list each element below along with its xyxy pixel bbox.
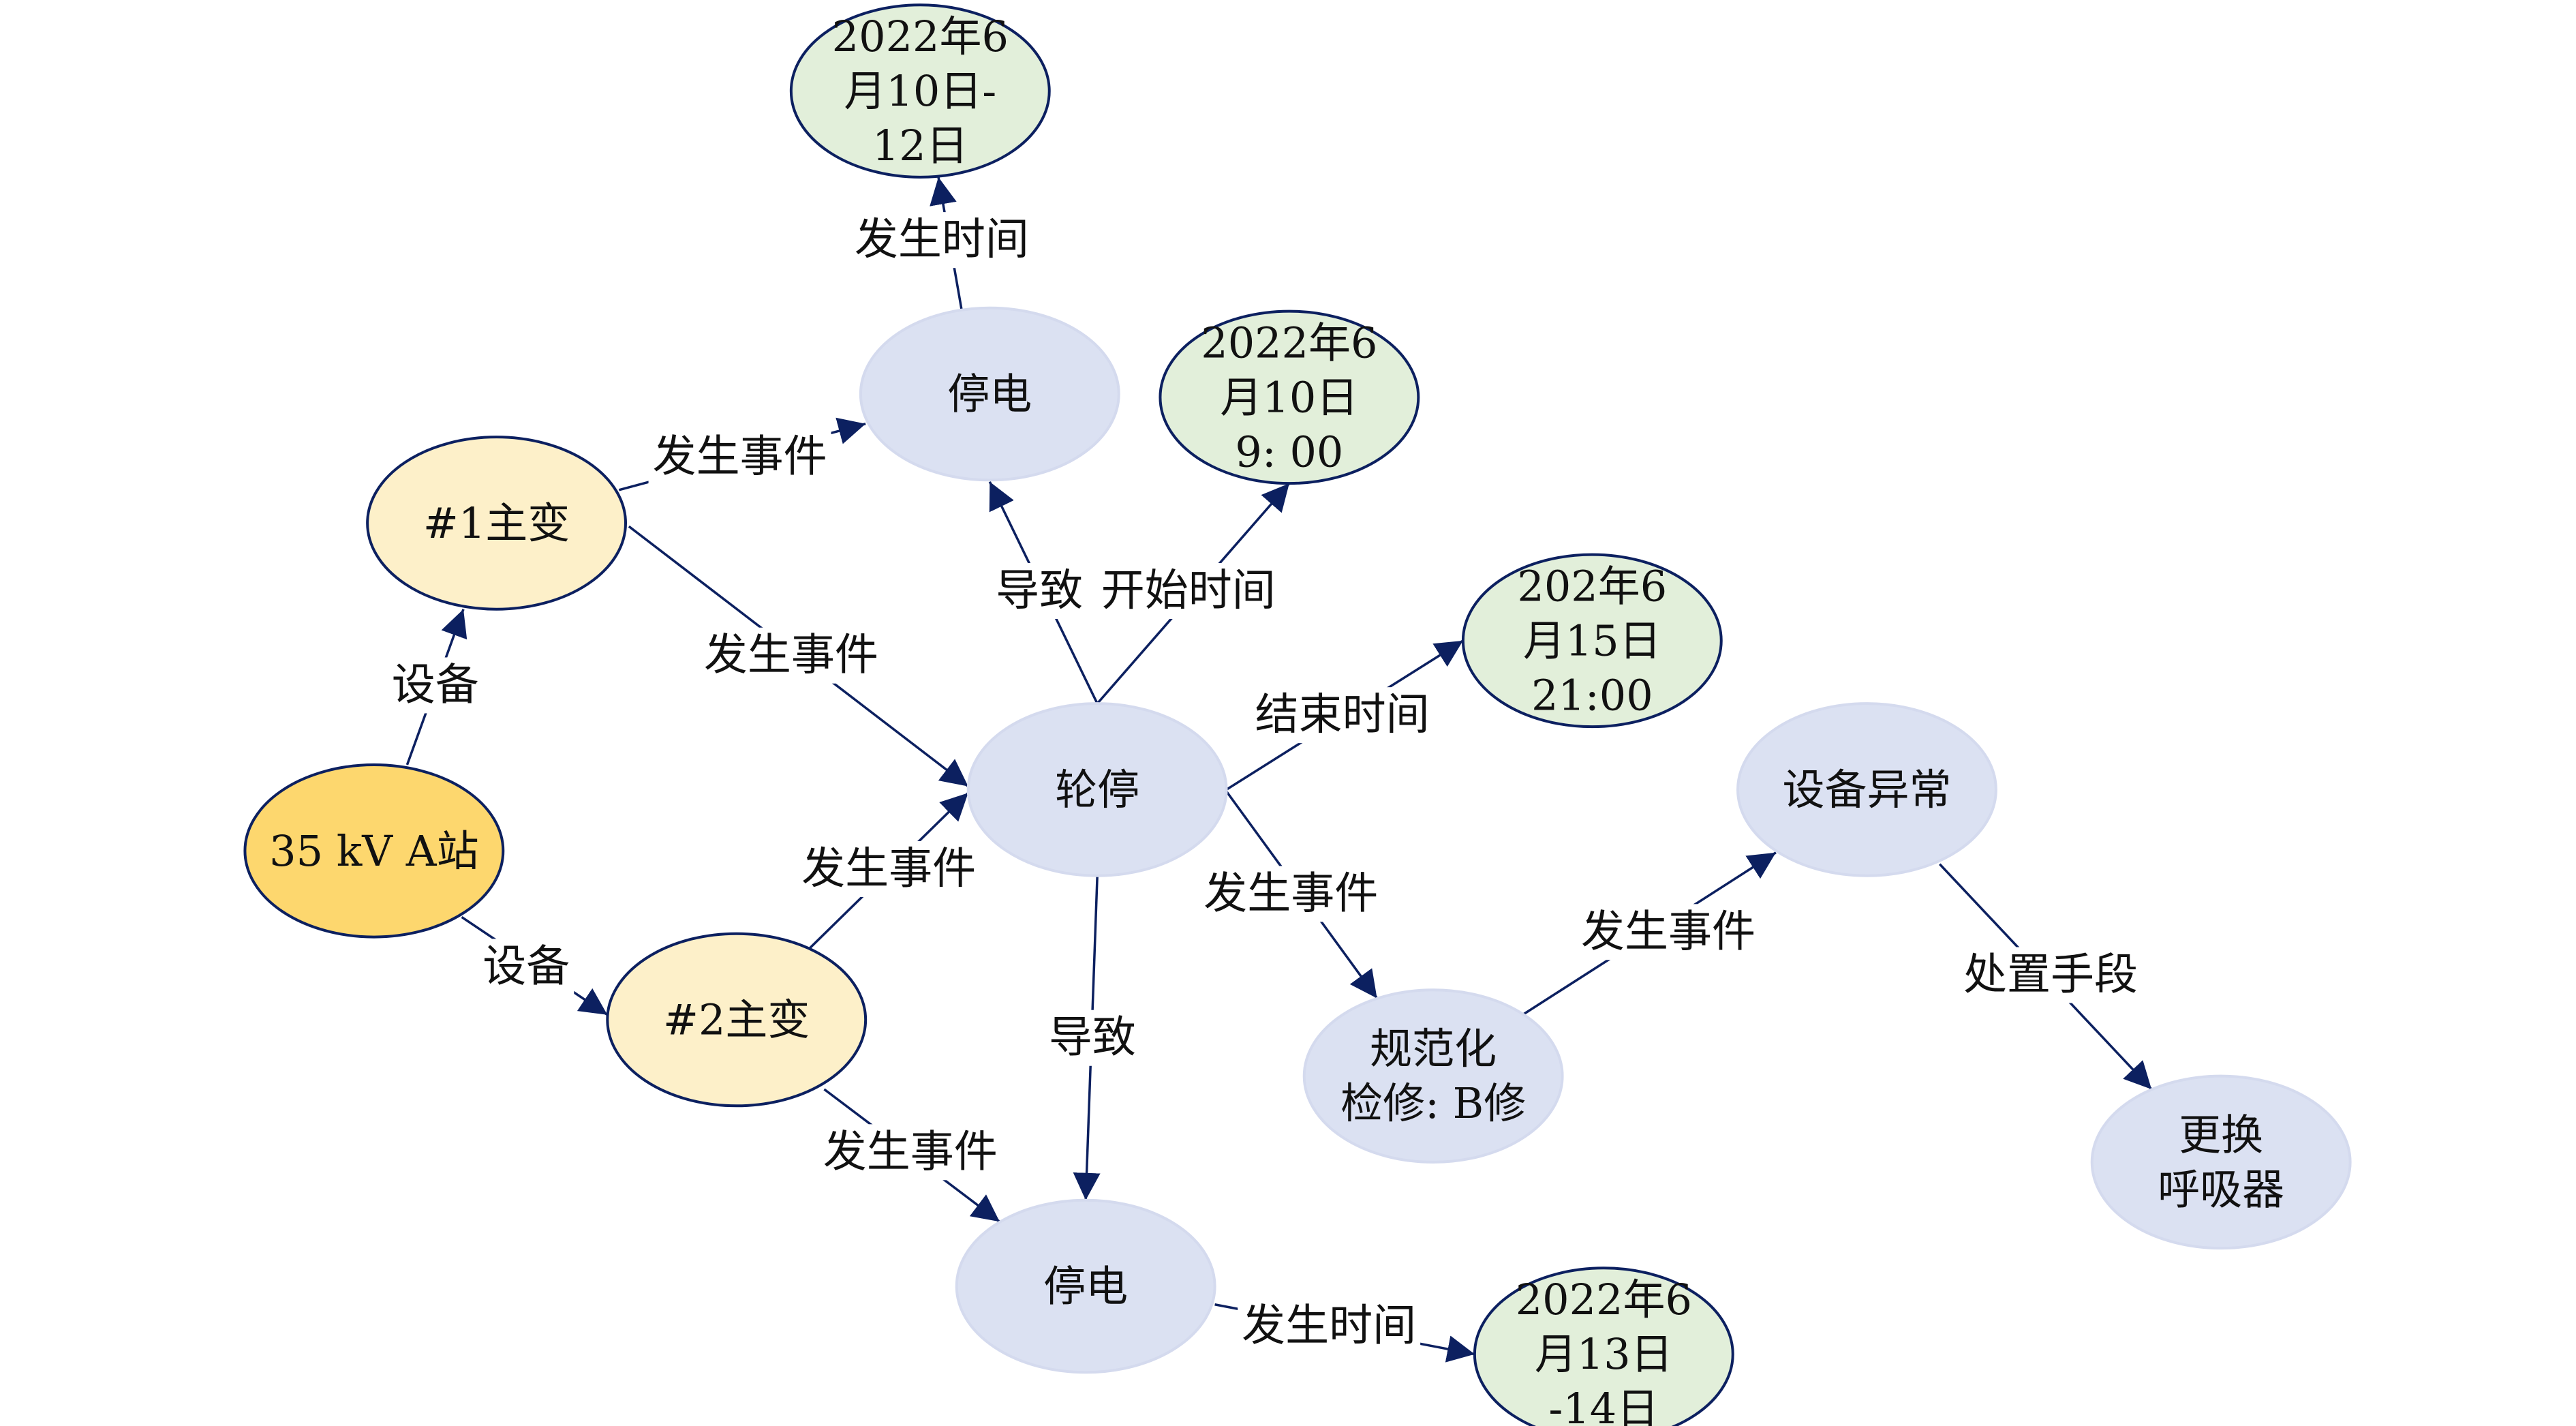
node-ellipse <box>2090 1074 2352 1250</box>
edge-label-background <box>818 1124 1002 1181</box>
node-label-line: 呼吸器 <box>2158 1164 2284 1214</box>
edge-label: 发生事件 <box>653 431 827 482</box>
edge-label-background <box>1044 1010 1140 1066</box>
edge-label-background <box>1959 947 2143 1003</box>
edge-label-background <box>699 627 883 684</box>
node-rotation[interactable]: 轮停 <box>966 702 1228 877</box>
edge-label: 发生事件 <box>1203 868 1378 919</box>
edge-label: 发生事件 <box>704 631 878 681</box>
edge-label: 处置手段 <box>1963 950 2138 1000</box>
edge-label: 发生时间 <box>855 215 1029 265</box>
node-ellipse <box>966 702 1228 877</box>
node-outage-bottom[interactable]: 停电 <box>955 1198 1216 1374</box>
edge-label-background <box>1097 563 1280 620</box>
node-label-line: 9: 00 <box>1235 427 1343 476</box>
edge-label-background <box>992 563 1088 620</box>
node-label-line: 12日 <box>872 121 968 170</box>
edge-label-background <box>1238 1298 1421 1354</box>
node-ellipse <box>606 932 868 1108</box>
edge-label: 发生事件 <box>823 1127 998 1177</box>
node-t1[interactable]: #1主变 <box>366 436 628 611</box>
edge-label-background <box>850 212 1033 269</box>
edge-label-background <box>1199 866 1383 922</box>
node-label-line: -14日 <box>1548 1384 1659 1426</box>
node-time-top[interactable]: 2022年6 月10日- 12日 <box>789 3 1051 179</box>
node-label-line: 2022年6 <box>1516 1275 1692 1324</box>
edge-label-layer: 设备设备发生事件发生事件发生事件发生事件发生时间导致开始时间结束时间发生事件导致… <box>387 212 2143 1354</box>
edge-label: 开始时间 <box>1101 566 1276 616</box>
node-ellipse <box>789 3 1051 179</box>
node-t2[interactable]: #2主变 <box>606 932 868 1108</box>
edge-label: 导致 <box>1049 1013 1136 1063</box>
edge-label: 设备 <box>392 660 479 710</box>
node-label-line: 月15日 <box>1523 616 1661 665</box>
node-time-end[interactable]: 202年6 月15日 21:00 <box>1461 553 1723 729</box>
node-ellipse <box>955 1198 1216 1374</box>
edge-label: 结束时间 <box>1255 690 1430 740</box>
edge-label: 发生时间 <box>1242 1301 1416 1351</box>
edge-label: 发生事件 <box>1581 907 1755 957</box>
node-label-line: 21:00 <box>1531 670 1653 720</box>
node-ellipse <box>243 763 505 939</box>
node-label-line: 设备异常 <box>1782 765 1951 815</box>
edge-label-background <box>478 939 574 995</box>
edge-label: 设备 <box>482 941 570 992</box>
edge-label: 发生事件 <box>801 844 976 894</box>
node-station[interactable]: 35 kV A站 <box>243 763 505 939</box>
node-label-line: 检修: B修 <box>1340 1078 1526 1128</box>
edge-label-background <box>648 429 831 485</box>
node-anomaly[interactable]: 设备异常 <box>1736 702 1997 877</box>
node-label-line: 月13日 <box>1535 1329 1673 1379</box>
node-time-start[interactable]: 2022年6 月10日 9: 00 <box>1159 309 1420 485</box>
node-ellipse <box>1473 1266 1734 1426</box>
node-label-line: 2022年6 <box>1201 318 1377 367</box>
node-ellipse <box>859 306 1120 482</box>
node-label-line: 月10日- <box>844 66 996 116</box>
node-label-line: 停电 <box>947 369 1032 419</box>
node-label-line: 规范化 <box>1370 1024 1497 1074</box>
node-label-line: #1主变 <box>423 498 570 548</box>
node-label-line: 202年6 <box>1517 561 1667 611</box>
node-time-bottom[interactable]: 2022年6 月13日 -14日 <box>1473 1266 1734 1426</box>
edge-label-background <box>797 841 981 898</box>
node-label-line: 月10日 <box>1220 372 1358 422</box>
node-label-line: 更换 <box>2179 1110 2263 1159</box>
node-label-line: #2主变 <box>663 995 810 1045</box>
node-label-line: 轮停 <box>1055 765 1139 815</box>
node-label-line: 35 kV A站 <box>269 826 478 876</box>
node-ellipse <box>1159 309 1420 485</box>
edge-label-background <box>1251 687 1434 744</box>
edge-label-background <box>1577 904 1760 960</box>
node-ellipse <box>1461 553 1723 729</box>
node-label-line: 停电 <box>1043 1262 1128 1311</box>
node-ellipse <box>1736 702 1997 877</box>
edge-label: 导致 <box>996 566 1083 616</box>
node-ellipse <box>1302 988 1564 1164</box>
node-ellipse <box>366 436 628 611</box>
node-outage-top[interactable]: 停电 <box>859 306 1120 482</box>
edge-label-background <box>387 657 483 714</box>
node-label-line: 2022年6 <box>832 12 1009 61</box>
